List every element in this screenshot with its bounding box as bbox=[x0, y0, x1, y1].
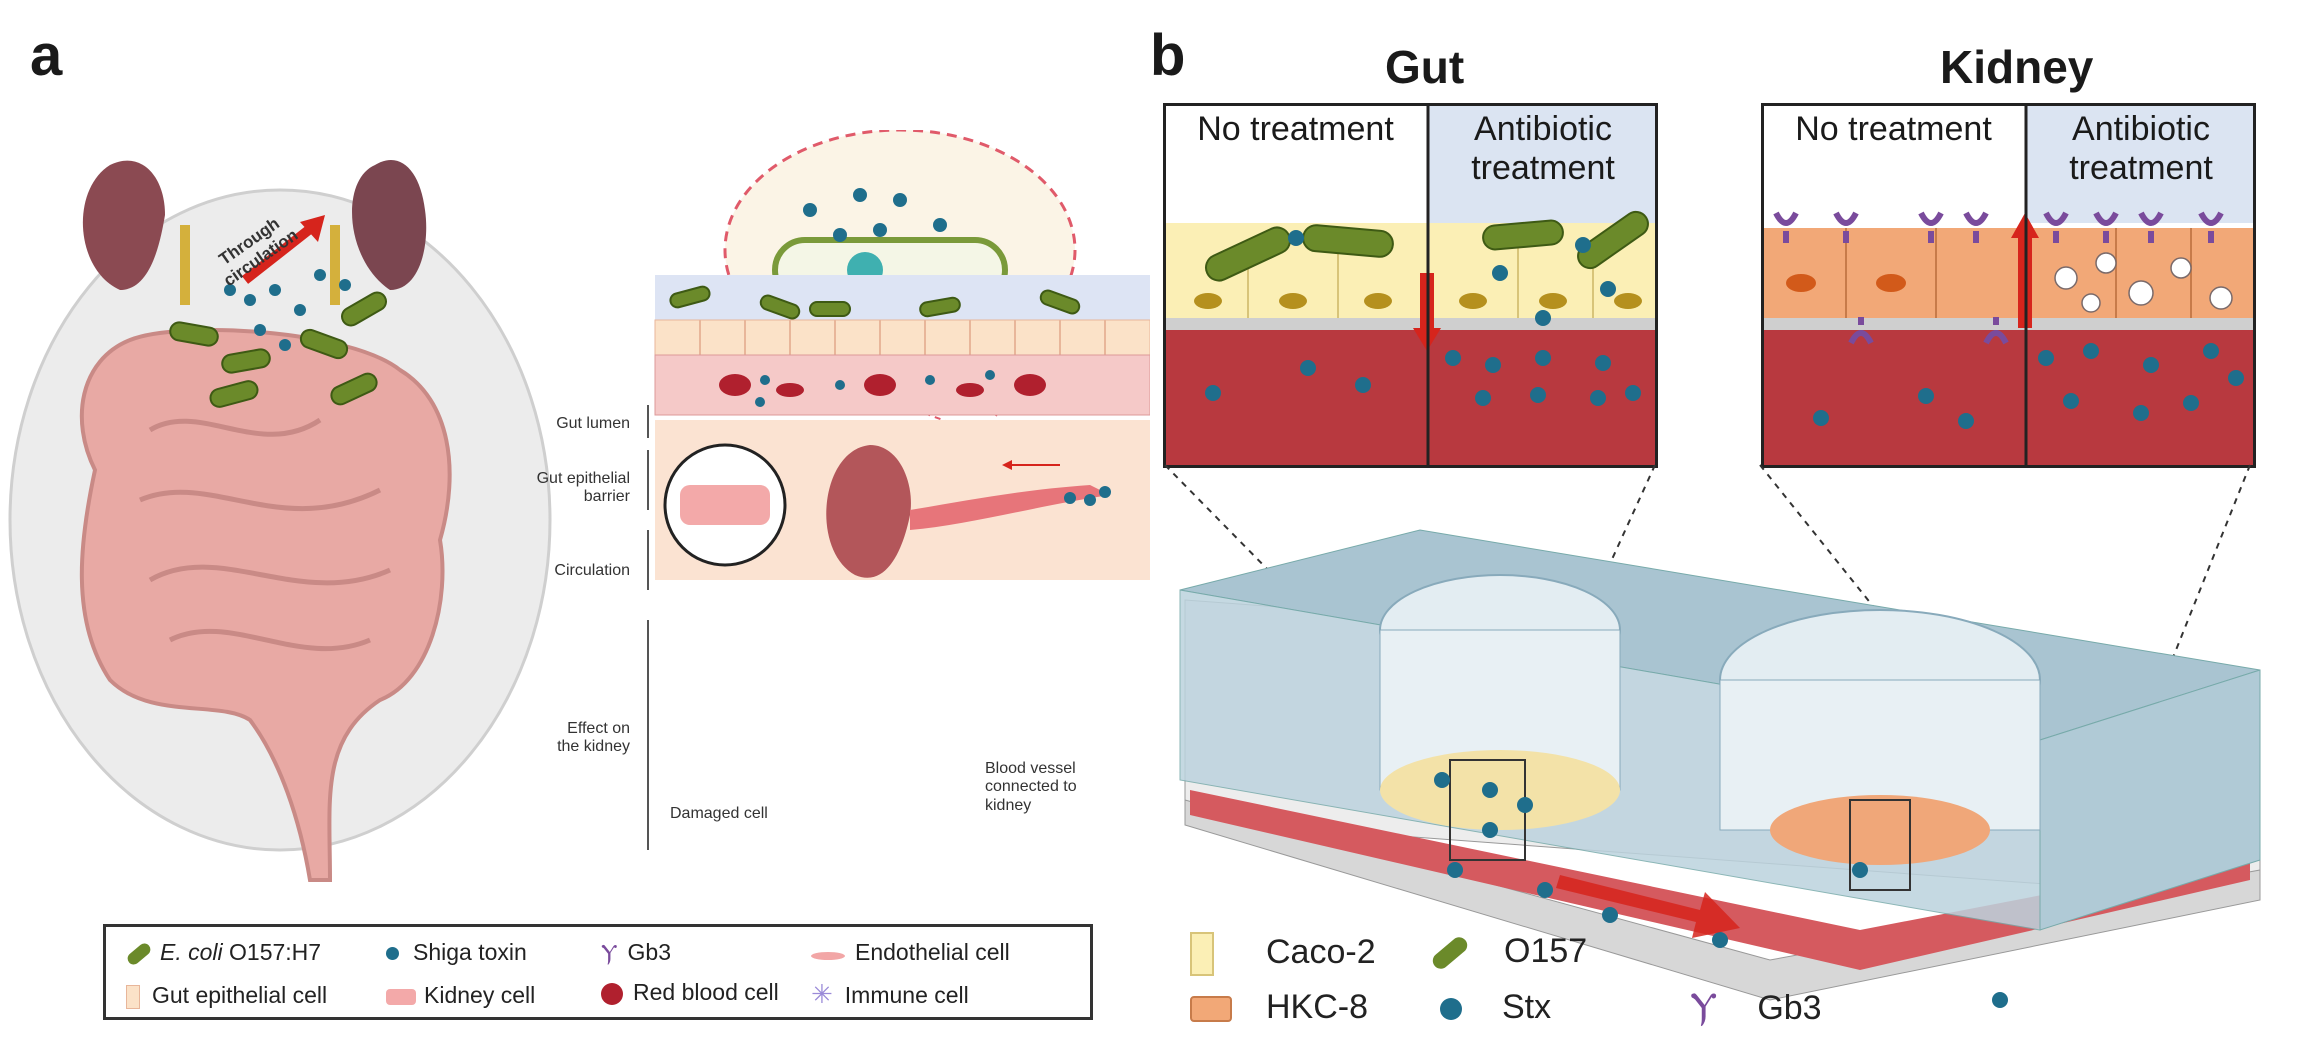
gb3-icon: Ⲩ bbox=[1690, 986, 1718, 1028]
blood-vessel-icon bbox=[910, 485, 1110, 530]
label-effect-on-kidney: Effect on the kidney bbox=[557, 720, 630, 756]
chip-toxin-dots bbox=[1434, 772, 2008, 1008]
legend-item-stx: Stx bbox=[1440, 988, 1551, 1027]
chip-blood-channel bbox=[1190, 790, 2250, 970]
label-gut-epithelial-barrier: Gut epithelial barrier bbox=[536, 470, 630, 506]
gut-no-treatment-label: No treatment bbox=[1197, 110, 1394, 148]
panel-a-body-illustration bbox=[8, 160, 552, 882]
gut-blood-layer bbox=[1163, 330, 1658, 468]
legend-item-red-blood-cell: Red blood cell bbox=[601, 979, 779, 1006]
kidney-section-icon bbox=[826, 445, 911, 578]
kidney-cell-icon bbox=[386, 988, 416, 1005]
intestine-illustration bbox=[79, 328, 452, 882]
flow-arrow bbox=[1556, 875, 1740, 938]
label-circulation: Circulation bbox=[554, 562, 630, 579]
o157-bacterium-icon bbox=[1429, 934, 1471, 972]
legend-item-hkc8: HKC-8 bbox=[1190, 988, 1368, 1027]
gut-epithelial-cell-icon bbox=[126, 984, 140, 1009]
legend-item-ecoli: E. coli O157:H7 bbox=[125, 939, 321, 967]
endothelial-cell-icon bbox=[811, 952, 845, 960]
panel-b-letter: b bbox=[1150, 23, 1186, 88]
label-gut-lumen: Gut lumen bbox=[556, 415, 630, 432]
gut-title: Gut bbox=[1385, 41, 1465, 93]
legend-item-o157: O157 bbox=[1429, 932, 1587, 972]
gb3-receptors bbox=[1773, 211, 2224, 345]
ecoli-bacterium-icon bbox=[125, 941, 153, 967]
legend-item-kidney-cell: Kidney cell bbox=[386, 982, 535, 1009]
gut-treatment-box bbox=[1163, 103, 1658, 468]
legend-item-endothelial: Endothelial cell bbox=[811, 939, 1010, 966]
shiga-toxin-icon bbox=[386, 947, 399, 960]
layer-label-brackets bbox=[647, 405, 649, 850]
legend-item-gut-epithelial: Gut epithelial cell bbox=[126, 982, 327, 1009]
right-kidney-icon bbox=[352, 160, 427, 290]
legend-item-caco2: Caco-2 bbox=[1190, 932, 1376, 976]
panel-a-letter: a bbox=[30, 23, 63, 88]
left-kidney-icon bbox=[82, 160, 165, 290]
kidney-title: Kidney bbox=[1940, 41, 2094, 93]
label-blood-vessel: Blood vessel connected to kidney bbox=[985, 760, 1077, 814]
chip-device-illustration bbox=[1164, 464, 2261, 1008]
red-blood-cell-icon bbox=[601, 982, 623, 1005]
legend-item-shiga-toxin: Shiga toxin bbox=[386, 939, 527, 966]
stx-toxin-icon bbox=[1440, 998, 1462, 1021]
gut-caco2-layer bbox=[1380, 750, 1620, 830]
label-damaged-cell: Damaged cell bbox=[670, 805, 768, 822]
circulation-arrow bbox=[241, 221, 319, 284]
gut-layers-schematic bbox=[654, 130, 1150, 580]
kidney-antibiotic-label: Antibiotic treatment bbox=[2069, 110, 2213, 188]
kidney-hkc8-layer bbox=[1770, 795, 1990, 865]
kidney-blood-layer bbox=[1761, 330, 2256, 468]
gut-bacteria-group bbox=[169, 291, 387, 408]
hkc8-cell-icon bbox=[1190, 996, 1232, 1023]
immune-cell-icon: ✳ bbox=[811, 979, 833, 1009]
gb3-receptor-icon: Ⲩ bbox=[601, 939, 618, 965]
caco2-cell-icon bbox=[1190, 932, 1214, 976]
legend-item-immune-cell: ✳Immune cell bbox=[811, 979, 969, 1009]
kidney-no-treatment-label: No treatment bbox=[1795, 110, 1992, 148]
panel-a-toxin-dots bbox=[224, 269, 351, 351]
kidney-treatment-box bbox=[1761, 103, 2256, 468]
gut-antibiotic-label: Antibiotic treatment bbox=[1471, 110, 1615, 188]
